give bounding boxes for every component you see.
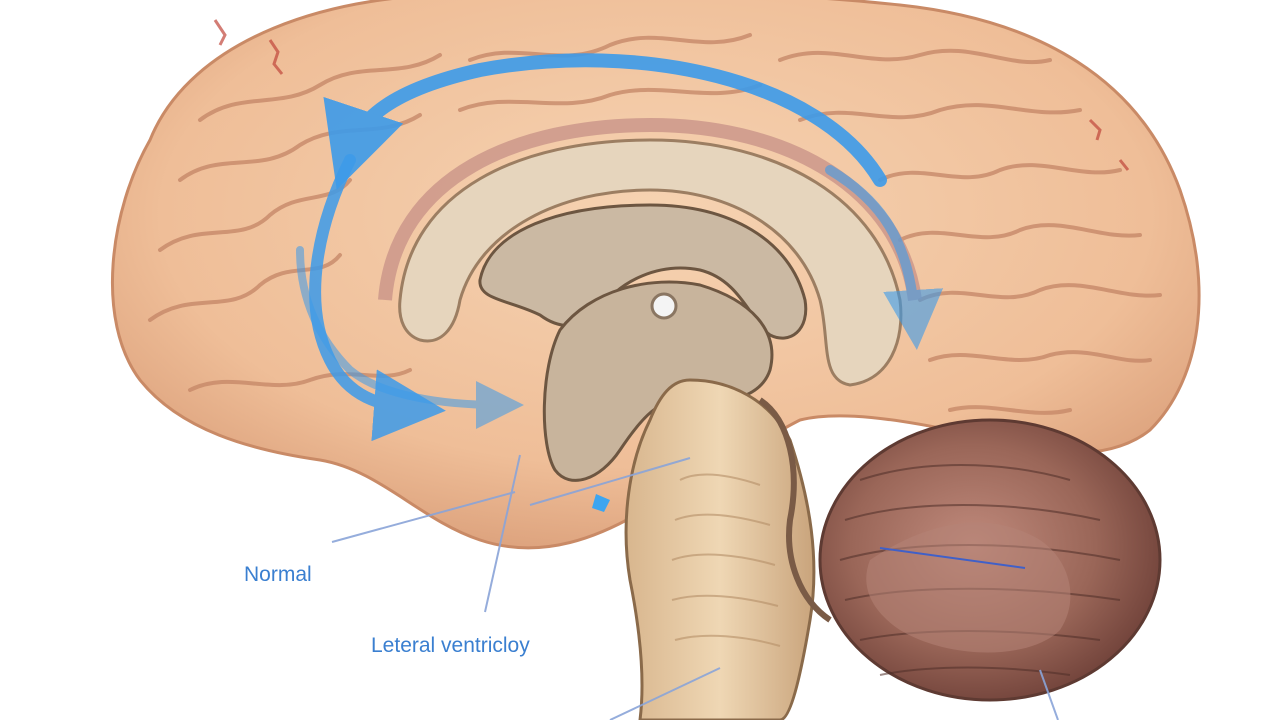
vessel-accents: [213, 19, 1130, 171]
csf-flow-arrow: [825, 165, 944, 350]
brainstem-striations: [671, 473, 781, 647]
corpus-callosum: [398, 138, 903, 387]
label-normal: Normal: [244, 563, 312, 586]
leader-lines: [331, 454, 1059, 720]
csf-flow-arrow: [323, 53, 887, 190]
cerebellum-marker-line: [879, 547, 1026, 569]
csf-flow-arrow: [309, 154, 446, 442]
pineal-dot: [650, 292, 678, 320]
gyri-folds: [148, 33, 1162, 415]
ventricle-highlight: [592, 494, 610, 512]
label-lateral-ventricle: Leteral ventricloy: [371, 634, 530, 657]
csf-flow-arrow: [296, 246, 524, 429]
arbor-vitae: [866, 522, 1071, 653]
fourth-ventricle: [758, 397, 832, 623]
